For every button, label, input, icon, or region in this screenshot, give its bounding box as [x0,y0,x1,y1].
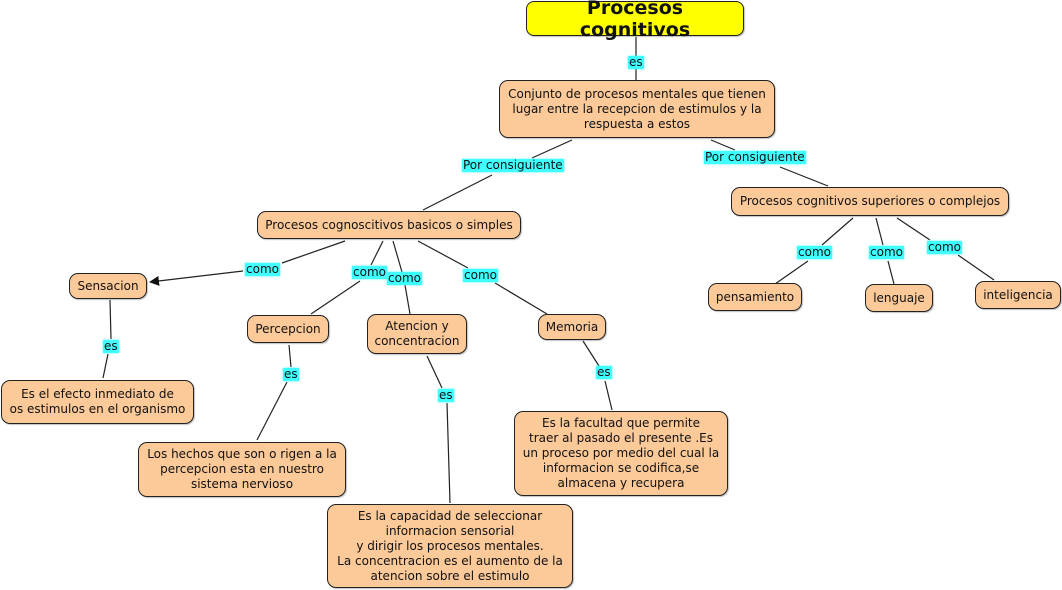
link-label-como: como [869,245,904,259]
link-label-como: como [387,271,422,285]
line-basicos-como2 [370,240,384,266]
link-label-por-consiguiente: Por consiguiente [462,158,564,172]
line-def-pc2 [710,139,736,151]
link-label-por-consiguiente: Por consiguiente [704,150,806,164]
line-memoria-es [582,340,600,367]
definition-node[interactable]: Conjunto de procesos mentales que tienen… [499,80,775,138]
link-label-como: como [927,240,962,254]
link-label-como: como [352,265,387,279]
line-como2-percepcion [310,280,361,315]
pensamiento-node[interactable]: pensamiento [708,283,802,311]
percepcion-definition-node[interactable]: Los hechos que son o rigen a la percepci… [138,442,346,497]
line-basicos-como3 [392,240,403,273]
line-como1-sensacion [149,270,244,286]
basic-processes-node[interactable]: Procesos cognoscitivos basicos o simples [257,211,521,239]
line-es-memoriadef [604,380,613,411]
line-basicos-como4 [417,240,469,269]
line-basicos-como1 [281,240,346,264]
line-superiores-como7 [896,217,931,241]
line-como4-memoria [494,282,548,315]
line-superiores-como6 [875,217,884,246]
line-es-atenciondef [446,402,451,504]
line-es-percepciondef [256,381,288,441]
line-pc1-basicos [422,174,493,211]
line-como7-inteligencia [957,254,995,281]
line-como5-pensamiento [774,260,809,285]
line-como6-lenguaje [887,260,895,285]
memoria-node[interactable]: Memoria [538,314,606,340]
line-def-pc1 [531,139,573,159]
atencion-definition-node[interactable]: Es la capacidad de seleccionar informaci… [327,504,573,588]
link-label-es: es [283,367,299,381]
link-label-como: como [797,245,832,259]
percepcion-node[interactable]: Percepcion [247,315,329,343]
link-label-es: es [596,365,612,379]
atencion-node[interactable]: Atencion y concentracion [367,314,467,354]
line-es-sensaciondef [102,353,109,379]
sensacion-node[interactable]: Sensacion [69,273,147,299]
link-label-es: es [438,388,454,402]
link-label-es: es [103,339,119,353]
line-superiores-como5 [821,217,854,246]
sensacion-definition-node[interactable]: Es el efecto inmediato de os estimulos e… [1,380,194,424]
link-label-como: como [245,262,280,276]
link-label-es: es [628,55,644,69]
line-pc2-superiores [779,166,829,187]
inteligencia-node[interactable]: inteligencia [975,281,1061,309]
higher-processes-node[interactable]: Procesos cognitivos superiores o complej… [731,187,1009,216]
line-como3-atencion [404,284,411,315]
line-sensacion-es [109,299,112,340]
link-label-como: como [463,268,498,282]
root-concept-node[interactable]: Procesos cognitivos [526,0,744,41]
lenguaje-node[interactable]: lenguaje [865,284,933,312]
memoria-definition-node[interactable]: Es la facultad que permite traer al pasa… [514,411,728,496]
line-percepcion-es [288,344,292,368]
line-atencion-es [426,355,443,389]
